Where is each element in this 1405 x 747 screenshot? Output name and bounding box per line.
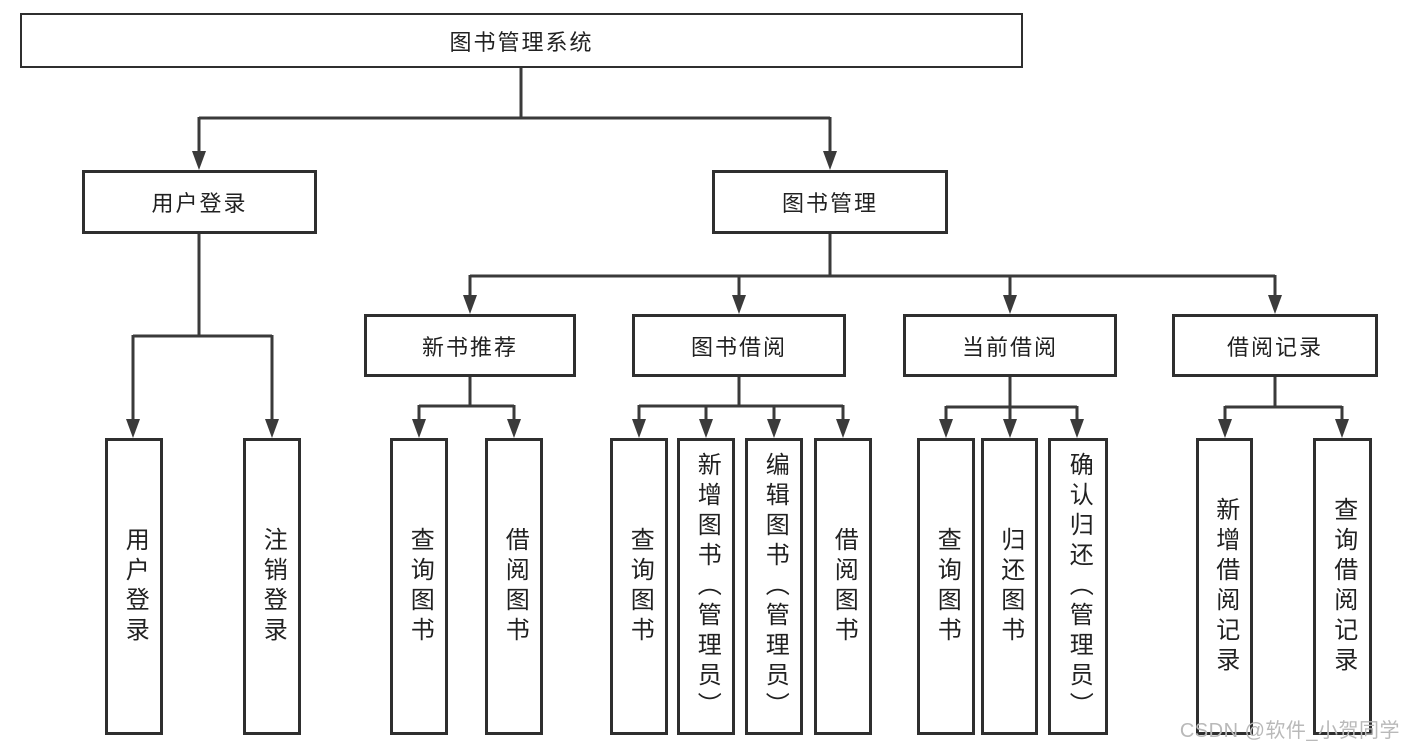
leaf-records-query-record: 查询借阅记录 [1313,438,1372,735]
leaf-current-query-books: 查询图书 [917,438,975,735]
leaf-borrow-edit-books-admin: 编辑图书（管理员） [745,438,803,735]
leaf-current-return-books-label: 归还图书 [996,526,1024,647]
connector-current-borrow-children [939,377,1084,438]
leaf-recommend-borrow-books: 借阅图书 [485,438,543,735]
leaf-records-query-record-label: 查询借阅记录 [1329,496,1357,677]
leaf-user-login-label: 用户登录 [121,526,149,647]
leaf-recommend-query-books: 查询图书 [390,438,448,735]
leaf-records-add-record: 新增借阅记录 [1196,438,1253,735]
leaf-borrow-query-books: 查询图书 [610,438,668,735]
leaf-borrow-query-books-label: 查询图书 [626,526,654,647]
connector-borrow-records-children [1218,377,1349,438]
watermark: CSDN @软件_小贺同学 [1179,720,1400,742]
node-book-management: 图书管理 [712,170,948,234]
node-root: 图书管理系统 [20,13,1023,68]
connector-book-borrow-children [632,377,850,438]
leaf-current-confirm-return-admin: 确认归还（管理员） [1048,438,1108,735]
leaf-borrow-edit-books-admin-label: 编辑图书（管理员） [761,451,789,722]
connector-user-login-children [126,234,279,438]
leaf-borrow-add-books-admin-label: 新增图书（管理员） [693,451,721,722]
leaf-current-confirm-return-admin-label: 确认归还（管理员） [1065,451,1093,722]
connector-root-to-level2 [192,68,837,170]
leaf-current-return-books: 归还图书 [981,438,1038,735]
leaf-logout-label: 注销登录 [259,526,287,647]
leaf-recommend-query-books-label: 查询图书 [406,526,434,647]
node-book-borrow: 图书借阅 [632,314,846,377]
connector-new-book-recommend-children [412,377,521,438]
leaf-borrow-borrow-books: 借阅图书 [814,438,872,735]
node-new-book-recommend: 新书推荐 [364,314,576,377]
leaf-borrow-add-books-admin: 新增图书（管理员） [677,438,735,735]
leaf-current-query-books-label: 查询图书 [933,526,961,647]
leaf-logout: 注销登录 [243,438,301,735]
connector-book-management-children [463,234,1282,314]
leaf-records-add-record-label: 新增借阅记录 [1211,496,1239,677]
leaf-borrow-borrow-books-label: 借阅图书 [830,526,858,647]
node-current-borrow: 当前借阅 [903,314,1117,377]
node-borrow-records: 借阅记录 [1172,314,1378,377]
leaf-recommend-borrow-books-label: 借阅图书 [501,526,529,647]
leaf-user-login: 用户登录 [105,438,163,735]
node-user-login: 用户登录 [82,170,317,234]
